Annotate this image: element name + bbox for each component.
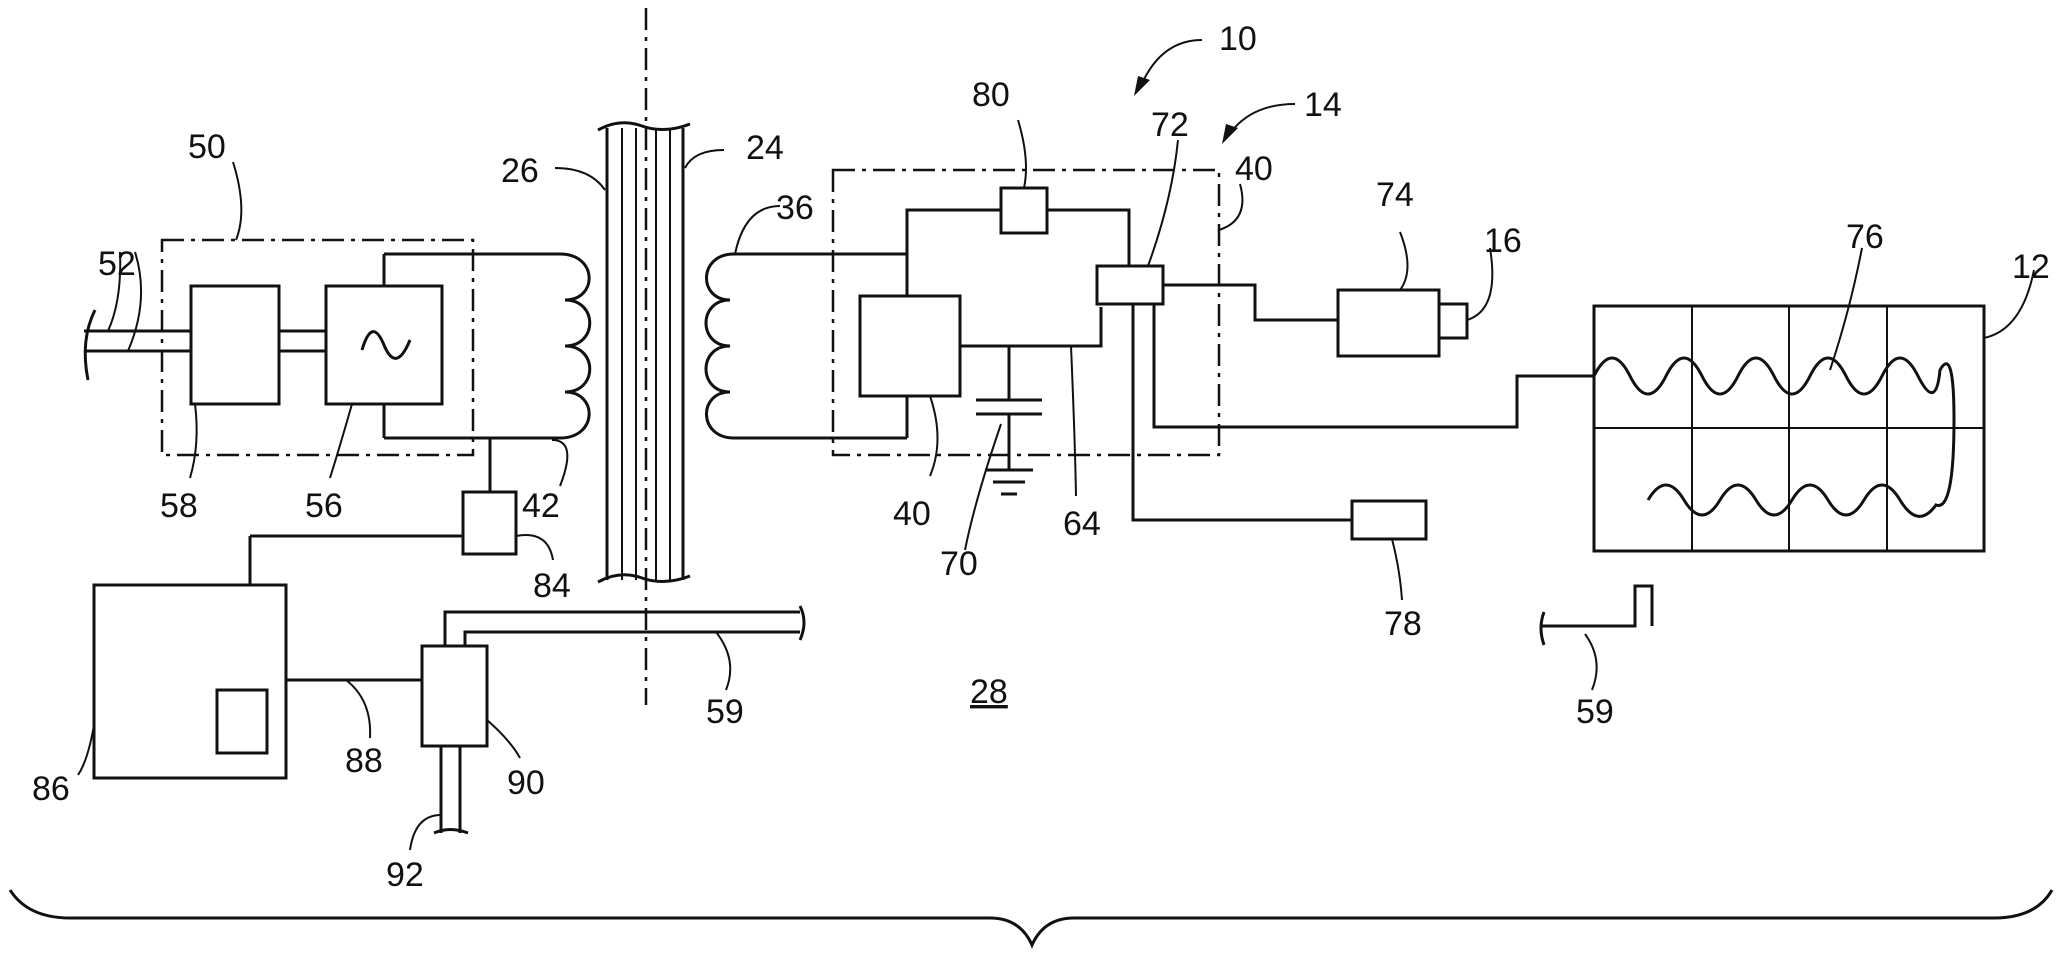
label-90: 90 <box>507 764 545 802</box>
display-86 <box>217 690 267 753</box>
block-80 <box>1001 188 1047 233</box>
rectifier-40 <box>860 296 960 396</box>
label-28: 28 <box>970 673 1008 711</box>
label-42: 42 <box>522 487 560 525</box>
label-84: 84 <box>533 567 571 605</box>
junction-90 <box>422 646 487 746</box>
label-14: 14 <box>1304 86 1342 124</box>
label-80: 80 <box>972 76 1010 114</box>
block-58 <box>191 286 279 404</box>
label-59-left: 59 <box>706 693 744 731</box>
label-12: 12 <box>2012 248 2050 286</box>
label-72: 72 <box>1151 106 1189 144</box>
pipe-59-left-outer <box>445 612 800 646</box>
label-40-rectifier: 40 <box>893 495 931 533</box>
sensor-84 <box>463 492 516 554</box>
label-74: 74 <box>1376 176 1414 214</box>
label-58: 58 <box>160 487 198 525</box>
label-88: 88 <box>345 742 383 780</box>
label-78: 78 <box>1384 605 1422 643</box>
wall-barrier <box>598 123 690 582</box>
label-70: 70 <box>940 545 978 583</box>
label-36: 36 <box>776 189 814 227</box>
ground-icon <box>985 470 1033 494</box>
capacitor-70 <box>976 346 1042 470</box>
label-56: 56 <box>305 487 343 525</box>
switch-72 <box>1097 266 1163 304</box>
label-76: 76 <box>1846 218 1884 256</box>
label-10: 10 <box>1219 20 1257 58</box>
block-78 <box>1352 501 1426 539</box>
connector-16 <box>1439 304 1467 338</box>
label-50: 50 <box>188 128 226 166</box>
label-64: 64 <box>1063 505 1101 543</box>
label-59-right: 59 <box>1576 693 1614 731</box>
secondary-coil-36 <box>706 254 734 438</box>
label-92: 92 <box>386 856 424 894</box>
label-40-module: 40 <box>1235 150 1273 188</box>
label-86: 86 <box>32 770 70 808</box>
device-74 <box>1338 290 1439 356</box>
pipe-59-right <box>1542 586 1652 626</box>
primary-coil-42 <box>560 254 590 438</box>
label-26: 26 <box>501 152 539 190</box>
pipe-59-left-inner <box>465 632 800 646</box>
label-52: 52 <box>98 245 136 283</box>
label-16: 16 <box>1484 222 1522 260</box>
bottom-brace <box>10 890 2052 945</box>
label-24: 24 <box>746 129 784 167</box>
